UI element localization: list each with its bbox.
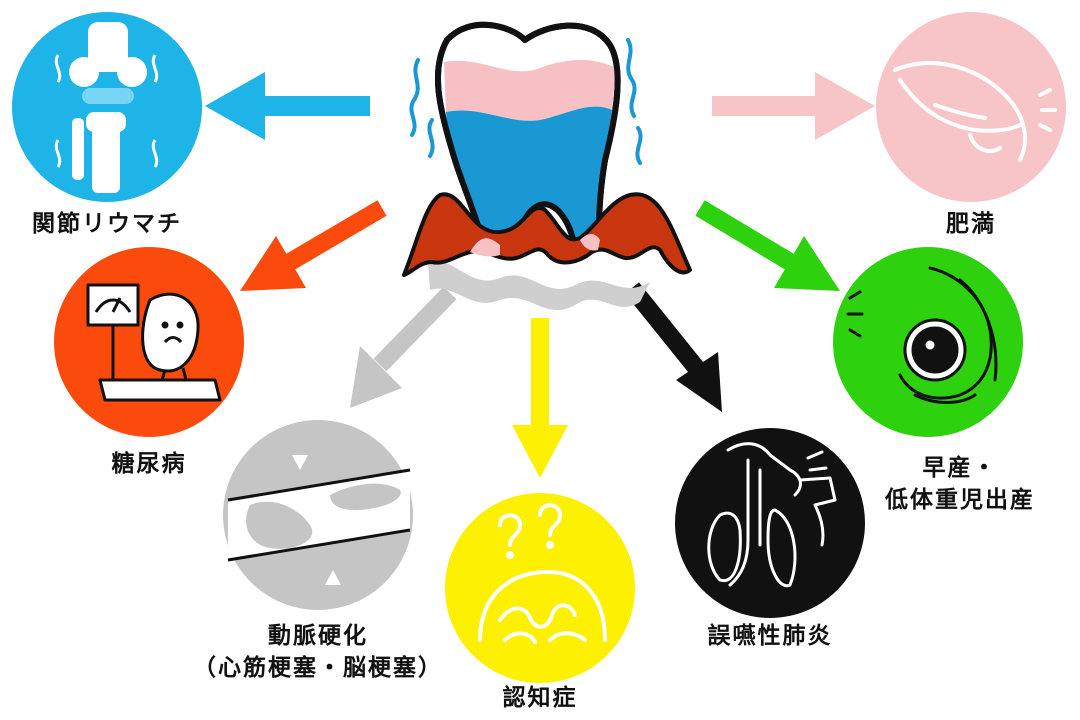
arrow-to-dementia [512,318,568,478]
label-preterm-line-2: 低体重児出産 [885,487,1035,513]
arrow-to-aspiration [624,282,722,412]
knee-joint-icon [69,22,147,193]
label-diabetes: 糖尿病 [111,451,187,477]
node-aspiration [675,428,865,618]
label-arteriosclerosis: 動脈硬化 （心筋梗塞・脳梗塞） [178,620,458,684]
label-dementia: 認知症 [502,685,578,711]
belly-icon [893,61,1057,162]
artery-icon [227,455,411,585]
label-arteriosclerosis-line-2: （心筋梗塞・脳梗塞） [193,655,443,681]
arrow-to-obesity [712,72,875,140]
scale-icon [86,283,222,402]
node-arteriosclerosis [223,420,413,610]
label-rheumatoid: 関節リウマチ [32,211,182,237]
node-obesity [876,12,1066,202]
label-preterm: 早産・ 低体重児出産 [845,452,1075,516]
tooth-icon [402,21,692,311]
lungs-icon [707,442,837,588]
pregnant-icon [846,266,998,404]
label-aspiration: 誤嚥性肺炎 [707,623,833,649]
brain-icon [478,503,607,644]
node-dementia [445,493,635,683]
arrow-to-diabetes [240,200,387,291]
node-diabetes [54,247,244,437]
label-obesity: 肥満 [946,211,996,237]
label-preterm-line-1: 早産・ [922,455,998,481]
arrow-to-arteriosclerosis [350,286,457,408]
arrow-to-preterm [695,200,840,291]
label-arteriosclerosis-line-1: 動脈硬化 [268,623,368,649]
arrow-to-rheumatoid [205,72,370,140]
node-preterm [833,247,1023,437]
node-rheumatoid [12,12,202,202]
